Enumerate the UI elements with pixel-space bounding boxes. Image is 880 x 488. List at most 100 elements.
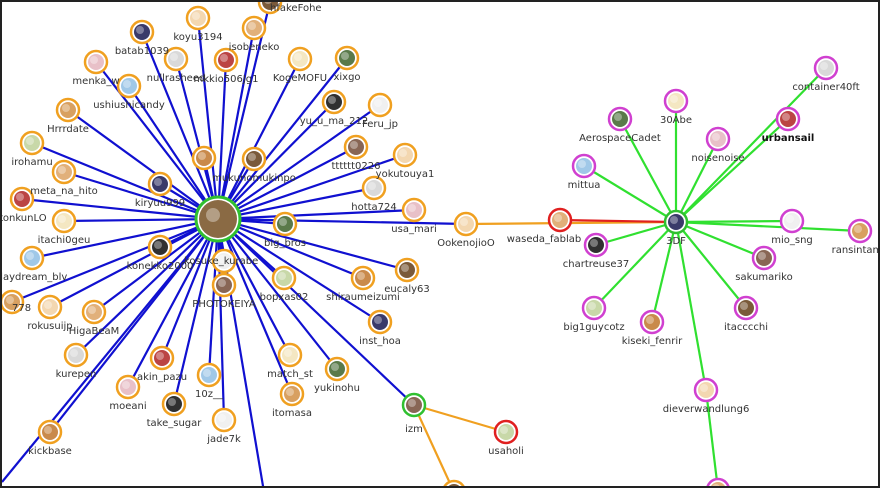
node-mittua[interactable] bbox=[571, 153, 597, 179]
node-meta_na_hito[interactable] bbox=[51, 159, 77, 185]
node-n3df[interactable] bbox=[663, 209, 689, 235]
node-moeani[interactable] bbox=[115, 374, 141, 400]
node-daydream_blv[interactable] bbox=[19, 245, 45, 271]
node-hrrrdate[interactable] bbox=[55, 97, 81, 123]
avatar-highlight bbox=[264, 2, 272, 4]
avatar-image-icon bbox=[406, 397, 422, 413]
node-xixgo[interactable] bbox=[334, 45, 360, 71]
edge-n3df-itacccchi bbox=[675, 221, 747, 309]
node-n30abe[interactable] bbox=[663, 88, 689, 114]
node-shiraumeizumi[interactable] bbox=[350, 265, 376, 291]
avatar-image-icon bbox=[56, 164, 72, 180]
node-wa_kinoko[interactable] bbox=[241, 146, 267, 172]
node-inst_hoa[interactable] bbox=[367, 309, 393, 335]
node-label-big_bros: big_bros bbox=[264, 238, 306, 249]
node-label-chartreuse37: chartreuse37 bbox=[563, 259, 629, 270]
node-sakumariko[interactable] bbox=[751, 245, 777, 271]
avatar-highlight bbox=[286, 388, 294, 396]
node-rokusuijp[interactable] bbox=[37, 294, 63, 320]
node-waseda_fablab[interactable] bbox=[547, 207, 573, 233]
avatar-highlight bbox=[198, 152, 206, 160]
avatar-highlight bbox=[44, 301, 52, 309]
node-menka_w[interactable] bbox=[83, 49, 109, 75]
node-bottom_orange[interactable] bbox=[443, 479, 465, 486]
node-container40ft[interactable] bbox=[813, 55, 839, 81]
node-konkunlo[interactable] bbox=[9, 186, 35, 212]
node-koyu3194[interactable] bbox=[185, 5, 211, 31]
node-noisenoise[interactable] bbox=[705, 126, 731, 152]
node-higabeam[interactable] bbox=[81, 299, 107, 325]
node-label-shiraumeizumi: shiraumeizumi bbox=[326, 292, 400, 303]
node-itachi0geu[interactable] bbox=[51, 208, 77, 234]
node-kurepen[interactable] bbox=[63, 342, 89, 368]
node-mkkio506jg[interactable] bbox=[213, 47, 239, 73]
node-kickbase[interactable] bbox=[37, 419, 63, 445]
node-izm[interactable] bbox=[401, 392, 427, 418]
node-photokeiya[interactable] bbox=[211, 272, 237, 298]
node-ushiushicandy[interactable] bbox=[116, 73, 142, 99]
node-hako_a[interactable] bbox=[191, 145, 217, 171]
node-batab1039[interactable] bbox=[129, 19, 155, 45]
node-isobeneko[interactable] bbox=[241, 15, 267, 41]
node-kiryuu999[interactable] bbox=[147, 171, 173, 197]
node-irohamu[interactable] bbox=[19, 130, 45, 156]
node-take_sugar[interactable] bbox=[161, 391, 187, 417]
node-mio_sng[interactable] bbox=[779, 208, 805, 234]
node-kiseki_fenrir[interactable] bbox=[639, 309, 665, 335]
node-akin_pazu[interactable] bbox=[149, 345, 175, 371]
node-konekko2000[interactable] bbox=[147, 234, 173, 260]
node-nullrasheed[interactable] bbox=[163, 46, 189, 72]
node-urbansail[interactable] bbox=[775, 106, 801, 132]
node-eru_jp[interactable] bbox=[367, 92, 393, 118]
node-label-mio_sng: mio_sng bbox=[771, 235, 813, 246]
node-yukinohu[interactable] bbox=[324, 356, 350, 382]
node-label-big1guycotz: big1guycotz bbox=[563, 322, 624, 333]
edge-center_left-moeani bbox=[127, 218, 219, 388]
avatar-highlight bbox=[136, 26, 144, 34]
node-kosuke[interactable] bbox=[211, 248, 237, 274]
node-match_st[interactable] bbox=[277, 342, 303, 368]
node-tttttt0226[interactable] bbox=[343, 134, 369, 160]
node-kogemofu[interactable] bbox=[287, 46, 313, 72]
avatar-image-icon bbox=[42, 424, 58, 440]
node-chartreuse37[interactable] bbox=[583, 232, 609, 258]
node-aerospacecadet[interactable] bbox=[607, 106, 633, 132]
node-label-batab1039: batab1039 bbox=[115, 46, 169, 57]
avatar-image-icon bbox=[24, 135, 40, 151]
node-itomasa[interactable] bbox=[279, 381, 305, 407]
node-big1guycotz[interactable] bbox=[581, 295, 607, 321]
node-hotta724[interactable] bbox=[361, 175, 387, 201]
avatar-image-icon bbox=[292, 51, 308, 67]
node-eucaly63[interactable] bbox=[394, 257, 420, 283]
edge-center_left-ookenojioo bbox=[217, 217, 467, 226]
avatar-image-icon bbox=[552, 212, 568, 228]
node-big_bros[interactable] bbox=[272, 211, 298, 237]
node-bopxas02[interactable] bbox=[271, 265, 297, 291]
node-jade7k[interactable] bbox=[211, 407, 237, 433]
node-yokutouya1[interactable] bbox=[392, 142, 418, 168]
avatar-image-icon bbox=[216, 253, 232, 269]
avatar-highlight bbox=[408, 204, 416, 212]
edge-n3df-big1guycotz bbox=[593, 221, 677, 309]
node-label-rokusuijp: rokusuijp bbox=[27, 321, 72, 332]
node-center_left[interactable] bbox=[194, 195, 242, 243]
avatar-highlight bbox=[646, 316, 654, 324]
node-n778[interactable] bbox=[2, 289, 25, 315]
avatar-image-icon bbox=[201, 367, 217, 383]
node-ransintama[interactable] bbox=[847, 218, 873, 244]
node-hfakeFohe[interactable] bbox=[257, 2, 283, 15]
node-ookenojioo[interactable] bbox=[453, 211, 479, 237]
node-label-ushiushicandy: ushiushicandy bbox=[93, 100, 165, 111]
node-bottom_right[interactable] bbox=[706, 477, 730, 486]
node-label-nullrasheed: nullrasheed bbox=[147, 73, 206, 84]
node-n10z[interactable] bbox=[196, 362, 222, 388]
node-usaholi[interactable] bbox=[493, 419, 519, 445]
node-dieverwandlung6[interactable] bbox=[693, 377, 719, 403]
avatar-image-icon bbox=[196, 150, 212, 166]
node-itacccchi[interactable] bbox=[733, 295, 759, 321]
node-yu_u_ma[interactable] bbox=[321, 89, 347, 115]
avatar-highlight bbox=[820, 62, 828, 70]
node-label-hfakeFohe: hfakeFohe bbox=[270, 3, 322, 14]
node-label-kickbase: kickbase bbox=[28, 446, 72, 457]
node-usa_mari[interactable] bbox=[401, 197, 427, 223]
